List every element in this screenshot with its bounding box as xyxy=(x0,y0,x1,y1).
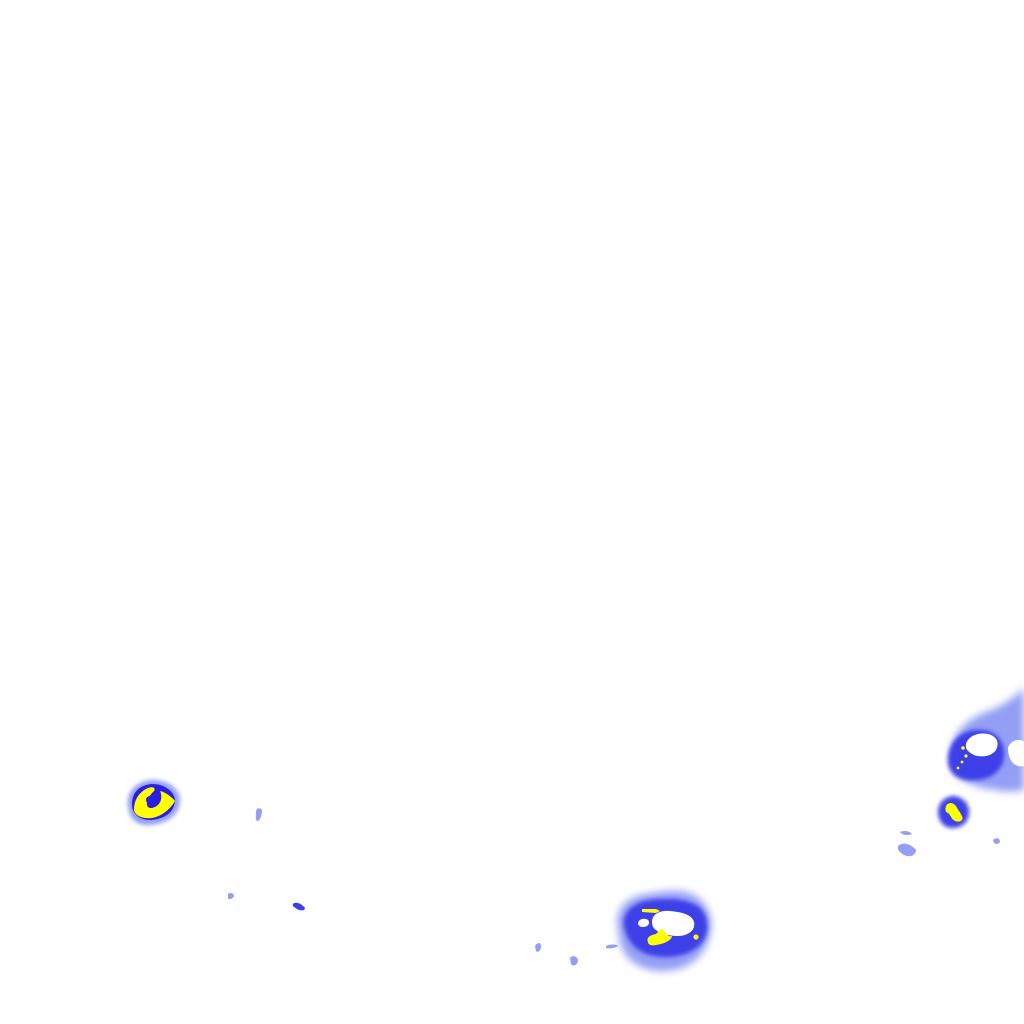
echo-cell-east-small xyxy=(938,796,970,828)
echo-scattered xyxy=(228,808,1000,966)
echo-cell-west xyxy=(127,779,180,826)
echo-cell-south xyxy=(617,890,712,972)
echo-cell-east-large xyxy=(948,688,1024,792)
